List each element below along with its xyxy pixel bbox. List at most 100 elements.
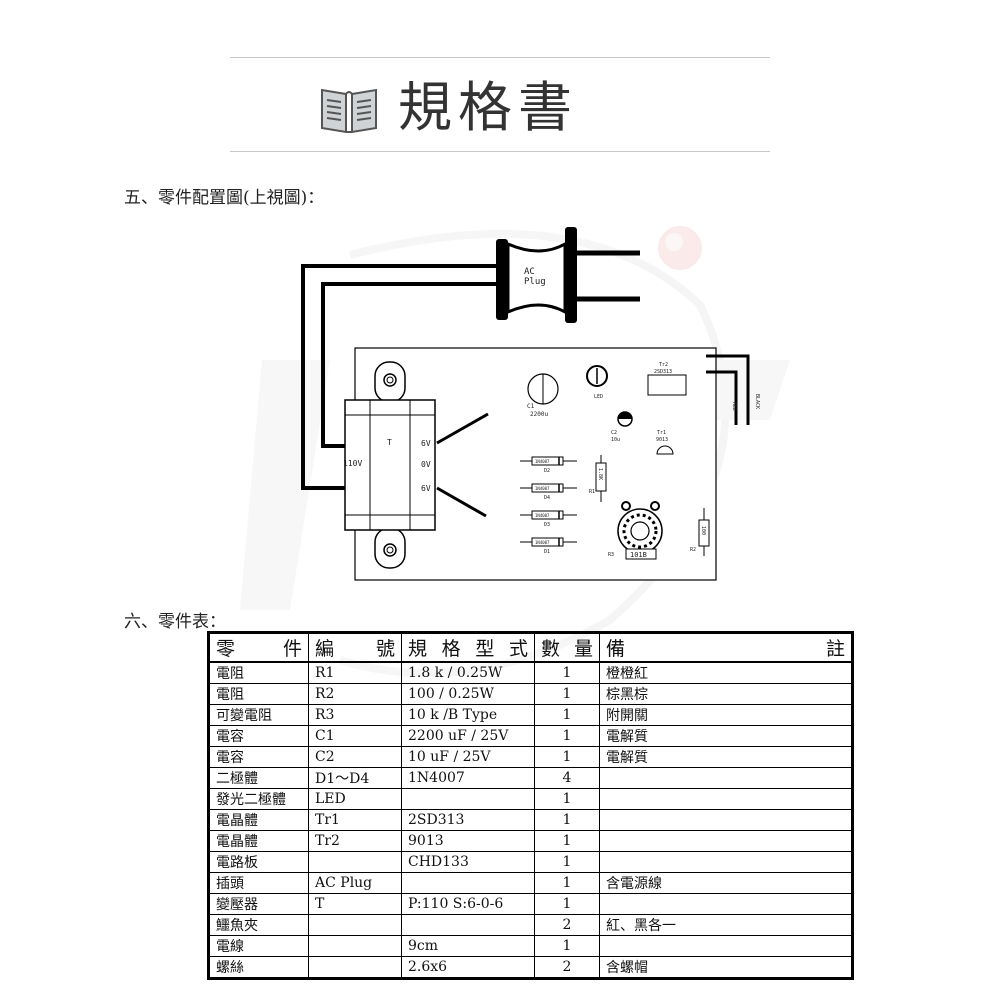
cell-spec [401, 788, 535, 810]
page-header: 規格書 [318, 73, 578, 143]
cell-note [599, 851, 853, 873]
c2-value: 10u [611, 437, 620, 443]
cell-part: 電晶體 [208, 809, 309, 831]
resistor-r2: 100 R2 [690, 508, 710, 556]
cell-note: 電解質 [599, 746, 853, 768]
d2-body: 1N4007 [535, 459, 550, 464]
ac-plug-label-1: AC [524, 267, 535, 277]
cell-qty: 2 [534, 914, 600, 936]
transformer-label: T [387, 438, 392, 447]
resistor-r1: 1.8K R1 [589, 455, 607, 502]
cell-qty: 1 [534, 893, 600, 915]
r1-body: 1.8K [597, 468, 603, 480]
cell-spec: 1.8 k / 0.25W [401, 661, 535, 684]
d4-body: 1N4007 [535, 486, 550, 491]
potentiometer-r3: 101B R3 [608, 501, 663, 560]
cell-qty: 1 [534, 661, 600, 684]
cell-qty: 1 [534, 872, 600, 894]
layout-section-title: 五、零件配置圖(上視圖)： [124, 188, 325, 208]
transistor-tr2: Tr2 2SD313 [647, 362, 687, 396]
cell-note [599, 893, 853, 915]
c1-value: 2200u [530, 411, 548, 418]
cell-spec: 2.6x6 [401, 956, 535, 979]
cell-spec [401, 914, 535, 936]
cell-note: 橙橙紅 [599, 661, 853, 684]
cell-part: 變壓器 [208, 893, 309, 915]
cell-id: R1 [308, 661, 402, 684]
cell-spec: 2200 uF / 25V [401, 725, 535, 747]
cell-qty: 1 [534, 788, 600, 810]
diode-d3: 1N4007 D3 [520, 510, 577, 528]
cell-part: 二極體 [208, 767, 309, 789]
cell-id: D1～D4 [308, 767, 402, 789]
cell-spec: 10 k /B Type [401, 704, 535, 726]
cell-id [308, 914, 402, 936]
cell-id: AC Plug [308, 872, 402, 894]
cell-spec: 9cm [401, 935, 535, 957]
tr2-value: 2SD313 [654, 369, 672, 375]
cell-id: R3 [308, 704, 402, 726]
cell-note [599, 830, 853, 852]
cell-id: Tr2 [308, 830, 402, 852]
cell-id [308, 851, 402, 873]
r2-label: R2 [690, 547, 696, 553]
ac-plug-label-2: Plug [524, 277, 546, 287]
power-cord-wires [301, 264, 496, 490]
r3-body: 101B [630, 551, 647, 559]
cell-qty: 1 [534, 704, 600, 726]
cell-spec: 2SD313 [401, 809, 535, 831]
cell-part: 電線 [208, 935, 309, 957]
page-title: 規格書 [398, 76, 578, 139]
cell-spec: 1N4007 [401, 767, 535, 789]
cell-id: Tr1 [308, 809, 402, 831]
cell-qty: 1 [534, 851, 600, 873]
d3-body: 1N4007 [535, 513, 550, 518]
header-rule-top [230, 57, 770, 58]
cell-part: 發光二極體 [208, 788, 309, 810]
tr1-value: 9013 [656, 437, 668, 443]
secondary-0v-label: 0V [421, 460, 431, 469]
cell-note [599, 935, 853, 957]
c2-name: C2 [611, 430, 617, 436]
diode-d2: 1N4007 D2 [520, 456, 577, 474]
book-icon [321, 88, 377, 134]
led-label: LED [594, 394, 603, 400]
cell-id: C1 [308, 725, 402, 747]
cell-qty: 1 [534, 725, 600, 747]
tr1-name: Tr1 [657, 430, 666, 436]
cell-qty: 4 [534, 767, 600, 789]
transformer [344, 361, 436, 569]
cell-part: 電容 [208, 725, 309, 747]
d1-label: D1 [544, 549, 550, 555]
cell-part: 插頭 [208, 872, 309, 894]
d1-body: 1N4007 [535, 540, 550, 545]
cell-part: 電路板 [208, 851, 309, 873]
led: LED [586, 365, 608, 400]
cell-id [308, 956, 402, 979]
r1-label: R1 [589, 489, 595, 495]
cell-id: R2 [308, 683, 402, 705]
cell-note: 電解質 [599, 725, 853, 747]
cell-note [599, 767, 853, 789]
capacitor-c2: C2 10u [611, 411, 633, 443]
cell-spec: 100 / 0.25W [401, 683, 535, 705]
col-header-id: 編號 [308, 632, 402, 663]
output-wires [706, 354, 750, 425]
ac-plug: AC Plug [496, 227, 640, 323]
cell-part: 電阻 [208, 683, 309, 705]
cell-spec [401, 872, 535, 894]
